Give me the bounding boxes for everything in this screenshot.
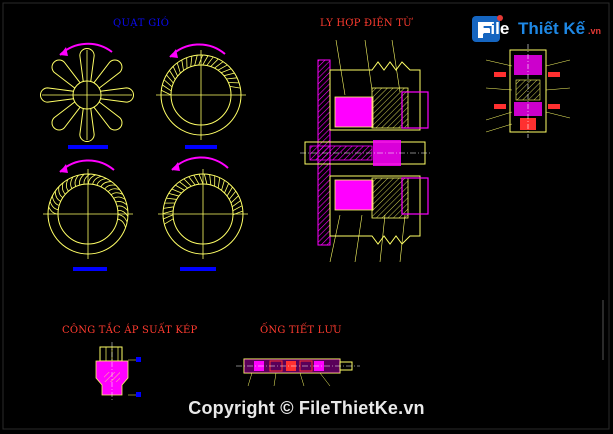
fan-blade [100,87,134,103]
curved-blade [115,201,128,206]
curved-blade [51,195,60,206]
curved-blade [87,174,96,185]
straight-blade [226,186,233,197]
curved-blade [66,179,69,192]
ring-tooth [190,56,193,67]
logo-brand-file: File [480,19,510,38]
curved-blade [49,201,59,211]
straight-blade [203,173,208,185]
curved-blade [48,206,59,215]
curved-blade [104,184,116,190]
drawing-frame [2,2,610,430]
ring-tooth [226,77,238,80]
ring-tooth [194,55,198,66]
curved-blade [58,186,64,198]
straight-blade [183,178,192,187]
curved-blade [100,181,112,188]
straight-blade [198,174,204,185]
straight-blade [162,210,174,215]
ring-tooth [161,89,172,96]
curved-blade [62,182,66,195]
logo-brand-thietke: Thiết Kế [518,19,586,38]
throttle-tube-title: ỐNG TIẾT LƯU [260,323,342,336]
ring-tooth [169,70,176,80]
clutch-title: LY HỢP ĐIỆN TỪ [320,17,413,29]
ring-tooth [176,62,181,74]
straight-blade [179,181,189,189]
curved-blade [117,214,128,223]
straight-blade [171,188,182,194]
ring-tooth [206,56,214,66]
straight-blade [168,193,180,197]
copyright-watermark: Copyright © FileThietKe.vn [188,398,425,418]
ring-tooth [210,58,219,67]
curved-blade [113,196,126,200]
curved-blade [96,178,107,186]
curved-blade [92,175,102,185]
logo-brand-suffix: .vn [588,26,602,36]
straight-blade [163,206,174,209]
ring-tooth [229,85,241,89]
straight-blade [228,190,237,200]
curved-blade [116,205,129,211]
ring-tooth [181,59,184,71]
straight-blade [217,177,221,189]
straight-blade [221,180,225,191]
ring-tooth [162,84,172,92]
fan-blade [51,101,81,131]
fan-blade [51,59,81,89]
curved-blade [110,192,124,196]
throttle-tube-detail [236,358,360,387]
fan-blade [40,87,74,103]
straight-blade [232,205,243,212]
straight-blade [209,174,212,186]
fan-impeller-curved-blades [43,159,133,271]
fan-impeller-star [40,42,134,149]
ring-tooth [220,68,232,74]
curved-blade [79,173,85,186]
logo-graphic [472,15,503,42]
straight-blade [230,195,239,204]
fan-blade [79,108,95,142]
pressure-switch-title: CÔNG TẮC ÁP SUẤT KÉP [62,323,198,336]
straight-blade [224,183,230,194]
expansion-valve-section [485,44,571,138]
straight-blade [231,200,241,208]
ring-tooth [166,74,174,84]
ring-tooth [163,79,173,88]
ring-tooth [214,61,224,69]
straight-blade [163,214,174,220]
curved-blade [117,218,126,228]
curved-blade [70,176,74,189]
fan-blade [93,101,123,131]
straight-blade [164,218,174,225]
fan-impeller-ring-serrated [156,43,246,149]
fan-title: QUẠT GIÓ [113,17,169,29]
ring-tooth [202,55,209,66]
straight-blade [193,174,200,185]
electromagnetic-clutch-section [300,39,432,263]
curved-blade [117,210,129,217]
ring-tooth [217,64,228,71]
fan-impeller-straight-blades [158,156,248,271]
pressure-switch-detail [95,342,141,402]
ring-tooth [172,66,179,77]
curved-blade [83,173,91,185]
straight-blade [175,184,185,191]
filethietke-logo: File Thiết Kế .vn [470,12,602,46]
fan-blade [79,48,95,82]
straight-blade [188,176,196,186]
curved-blade [107,188,120,192]
curved-blade [74,174,79,187]
fan-blade [93,59,123,89]
curved-blade [54,191,61,202]
straight-blade [166,197,177,200]
ring-tooth [223,72,235,77]
